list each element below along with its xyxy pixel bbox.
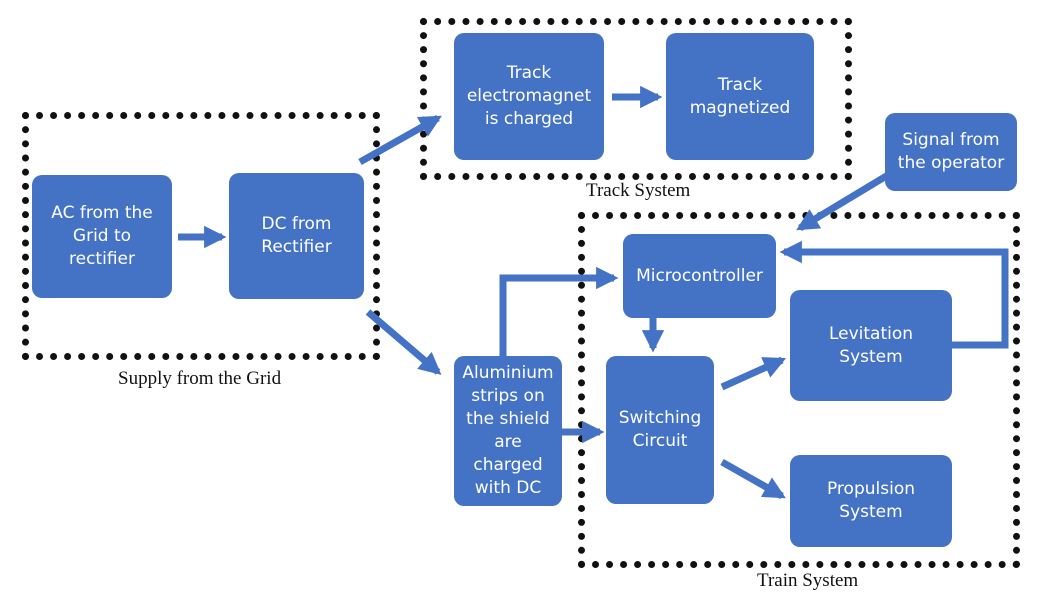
train-group-label: Train System xyxy=(757,570,859,591)
node-ac-from-grid: AC from the Grid to rectifier xyxy=(32,175,172,298)
arrow-switching-to-levitation xyxy=(720,356,787,391)
supply-group-label: Supply from the Grid xyxy=(118,368,282,389)
node-levitation-system: Levitation System xyxy=(790,290,952,401)
node-aluminium-strips-label: Aluminium strips on the shield are charg… xyxy=(462,363,554,498)
node-levitation-system-label: Levitation System xyxy=(828,323,914,367)
arrow-levitation-to-microcontroller xyxy=(779,240,1009,349)
arrow-signal-to-microcontroller xyxy=(796,172,890,231)
node-switching-circuit: Switching Circuit xyxy=(606,356,714,504)
arrow-dc-to-aluminium xyxy=(365,309,442,375)
arrow-switching-to-propulsion xyxy=(720,458,786,500)
node-dc-from-rectifier: DC from Rectifier xyxy=(229,173,364,299)
node-track-magnetized-label: Track magnetized xyxy=(689,74,791,118)
track-group-label: Track System xyxy=(586,180,691,201)
arrow-dc-to-track-charged xyxy=(358,114,442,166)
node-track-electromagnet-charged-label: Track electromagnet is charged xyxy=(466,63,592,129)
node-propulsion-system-label: Propulsion System xyxy=(826,479,915,522)
node-microcontroller-label: Microcontroller xyxy=(636,265,763,286)
node-track-magnetized: Track magnetized xyxy=(666,33,814,160)
node-switching-circuit-label: Switching Circuit xyxy=(618,408,702,451)
node-signal-from-operator: Signal from the operator xyxy=(885,113,1017,191)
supply-group-border xyxy=(22,112,380,360)
node-microcontroller: Microcontroller xyxy=(623,234,776,318)
arrow-aluminium-to-microcontroller xyxy=(499,266,619,356)
node-track-electromagnet-charged: Track electromagnet is charged xyxy=(454,33,604,160)
node-aluminium-strips: Aluminium strips on the shield are charg… xyxy=(454,356,562,506)
node-signal-from-operator-label: Signal from the operator xyxy=(897,130,1005,173)
node-ac-from-grid-label: AC from the Grid to rectifier xyxy=(51,203,153,269)
track-group-border xyxy=(420,18,852,180)
node-propulsion-system: Propulsion System xyxy=(790,455,952,547)
node-dc-from-rectifier-label: DC from Rectifier xyxy=(261,214,332,257)
